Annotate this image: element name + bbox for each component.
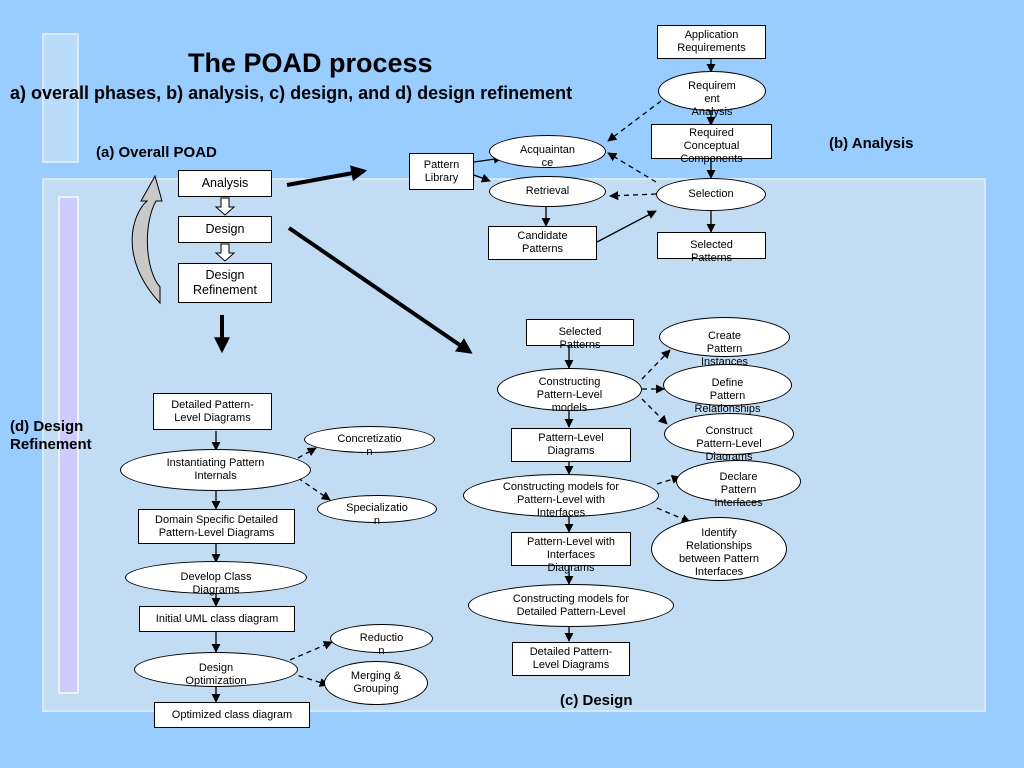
- declare-pattern-interfaces-ellipse: Declare Pattern Interfaces: [676, 460, 801, 509]
- node-label: Required Conceptual Components: [680, 127, 743, 165]
- arrow-to-analysis: [286, 165, 368, 187]
- node-label: Identify Relationships between Pattern I…: [678, 527, 760, 578]
- candidate-patterns-box: Candidate Patterns: [488, 226, 597, 260]
- arrow-to-design: [287, 226, 473, 354]
- pattern-level-diagrams-box: Pattern-Level Diagrams: [511, 428, 631, 462]
- node-label: Optimized class diagram: [171, 708, 293, 721]
- node-label: Pattern-Level Diagrams: [538, 432, 604, 457]
- node-label: Concretizatio n: [337, 432, 402, 458]
- overall-refinement-box: Design Refinement: [178, 263, 272, 303]
- node-label: Requirem ent Analysis: [688, 79, 736, 118]
- design-selected-patterns-box: Selected Patterns: [526, 319, 634, 351]
- design-detailed-pattern-level-diagrams-box: Detailed Pattern- Level Diagrams: [512, 642, 630, 676]
- iteration-loop-arrow: [131, 174, 163, 305]
- acquaintance-ellipse: Acquaintan ce: [489, 135, 606, 169]
- node-label: Declare Pattern Interfaces: [714, 471, 763, 509]
- constructing-pattern-level-models-ellipse: Constructing Pattern-Level models: [497, 368, 642, 414]
- requirement-analysis-ellipse: Requirem ent Analysis: [658, 71, 766, 118]
- create-pattern-instances-ellipse: Create Pattern Instances: [659, 317, 790, 368]
- node-label: Detailed Pattern- Level Diagrams: [529, 646, 613, 671]
- node-label: Specializatio n: [346, 502, 408, 527]
- block-arrow-design-refinement: [214, 243, 236, 262]
- node-label: Analysis: [201, 176, 249, 190]
- node-label: Selected Patterns: [558, 325, 602, 351]
- concretization-ellipse: Concretizatio n: [304, 426, 435, 458]
- node-label: Pattern Library: [423, 158, 460, 184]
- node-label: Construct Pattern-Level Diagrams: [696, 424, 762, 463]
- constructing-interfaces-models-ellipse: Constructing models for Pattern-Level wi…: [463, 474, 659, 519]
- overall-analysis-box: Analysis: [178, 170, 272, 197]
- node-label: Pattern-Level with Interfaces Diagrams: [526, 535, 616, 574]
- define-pattern-relationships-ellipse: Define Pattern Relationships: [663, 364, 792, 415]
- specialization-ellipse: Specializatio n: [317, 495, 437, 527]
- node-label: Merging & Grouping: [350, 670, 402, 695]
- node-label: Detailed Pattern- Level Diagrams: [171, 398, 254, 424]
- merging-grouping-ellipse: Merging & Grouping: [324, 661, 428, 705]
- node-label: Application Requirements: [677, 29, 746, 54]
- reduction-ellipse: Reductio n: [330, 624, 433, 657]
- page-subtitle: a) overall phases, b) analysis, c) desig…: [10, 83, 573, 103]
- selection-ellipse: Selection: [656, 178, 766, 211]
- pattern-level-with-interfaces-box: Pattern-Level with Interfaces Diagrams: [511, 532, 631, 574]
- node-label: Define Pattern Relationships: [694, 376, 761, 415]
- identify-relationships-ellipse: Identify Relationships between Pattern I…: [651, 517, 787, 581]
- node-label: Create Pattern Instances: [700, 329, 749, 368]
- application-requirements-box: Application Requirements: [657, 25, 766, 59]
- constructing-detailed-models-ellipse: Constructing models for Detailed Pattern…: [468, 584, 674, 627]
- construct-pattern-level-diagrams-ellipse: Construct Pattern-Level Diagrams: [664, 413, 794, 463]
- optimized-class-diagram-box: Optimized class diagram: [154, 702, 310, 728]
- overall-design-box: Design: [178, 216, 272, 243]
- node-label: Constructing models for Detailed Pattern…: [512, 592, 630, 618]
- node-label: Selected Patterns: [690, 238, 733, 264]
- node-label: Develop Class Diagrams: [180, 570, 252, 596]
- section-label-overall: (a) Overall POAD: [96, 144, 217, 161]
- domain-specific-diagrams-box: Domain Specific Detailed Pattern-Level D…: [138, 509, 295, 544]
- section-label-design: (c) Design: [560, 692, 633, 709]
- required-components-box: Required Conceptual Components: [651, 124, 772, 165]
- node-label: Candidate Patterns: [517, 230, 568, 255]
- node-label: Selection: [688, 188, 734, 200]
- node-label: Design Refinement: [193, 268, 257, 297]
- node-label: Design Optimization: [185, 661, 247, 687]
- node-label: Design: [205, 222, 245, 236]
- develop-class-diagrams-ellipse: Develop Class Diagrams: [125, 561, 307, 596]
- node-label: Constructing Pattern-Level models: [536, 376, 603, 414]
- node-label: Instantiating Pattern Internals: [166, 457, 265, 482]
- section-label-analysis: (b) Analysis: [829, 135, 914, 152]
- instantiating-pattern-internals-ellipse: Instantiating Pattern Internals: [120, 449, 311, 491]
- initial-uml-class-diagram-box: Initial UML class diagram: [139, 606, 295, 632]
- analysis-selected-patterns-box: Selected Patterns: [657, 232, 766, 264]
- node-label: Reductio n: [359, 631, 404, 657]
- node-label: Retrieval: [525, 185, 570, 197]
- node-label: Initial UML class diagram: [155, 612, 279, 625]
- page-title: The POAD process: [188, 48, 433, 78]
- node-label: Constructing models for Pattern-Level wi…: [502, 481, 620, 519]
- pattern-library-box: Pattern Library: [409, 153, 474, 190]
- design-optimization-ellipse: Design Optimization: [134, 652, 298, 687]
- block-arrow-analysis-design: [214, 197, 236, 216]
- node-label: Domain Specific Detailed Pattern-Level D…: [155, 513, 278, 539]
- decorative-bar-inner: [58, 196, 79, 694]
- section-label-refinement: (d) Design Refinement: [10, 418, 92, 453]
- retrieval-ellipse: Retrieval: [489, 176, 606, 207]
- refinement-detailed-pattern-level-diagrams-box: Detailed Pattern- Level Diagrams: [153, 393, 272, 430]
- node-label: Acquaintan ce: [519, 143, 576, 169]
- decorative-bar-top: [42, 33, 79, 163]
